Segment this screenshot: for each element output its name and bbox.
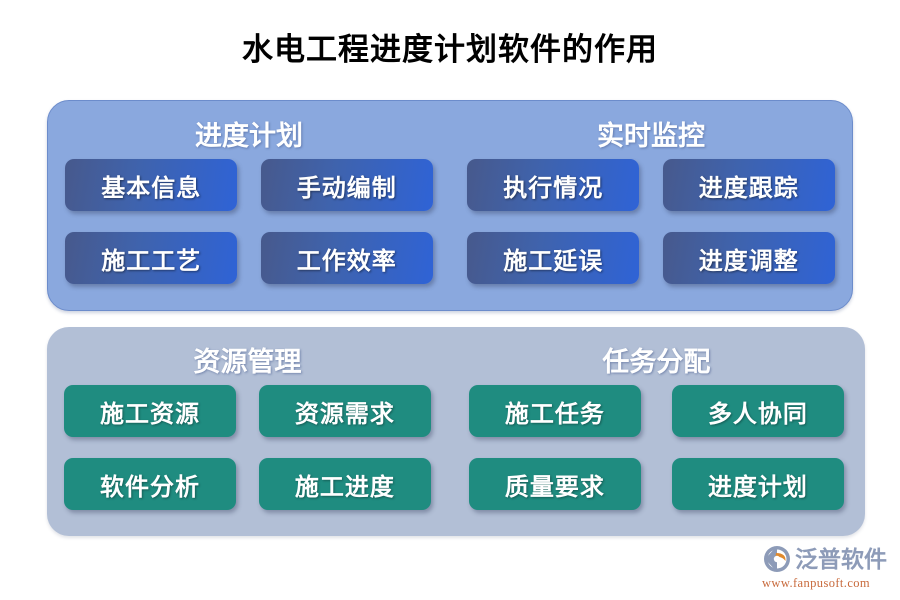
group-resource-management: 资源管理 施工资源 资源需求 软件分析 施工进度 xyxy=(47,327,448,536)
tile-multi-collaboration[interactable]: 多人协同 xyxy=(671,385,844,437)
schedule-panel: 进度计划 基本信息 手动编制 施工工艺 工作效率 实时监控 执行情况 进度跟踪 … xyxy=(47,100,853,311)
group-heading-resource-management: 资源管理 xyxy=(193,347,302,377)
tile-work-efficiency[interactable]: 工作效率 xyxy=(260,232,433,284)
group-heading-task-allocation: 任务分配 xyxy=(602,347,711,377)
tile-progress-adjustment[interactable]: 进度调整 xyxy=(662,232,835,284)
group-realtime-monitor: 实时监控 执行情况 进度跟踪 施工延误 进度调整 xyxy=(450,101,852,310)
tile-progress-tracking[interactable]: 进度跟踪 xyxy=(662,159,835,211)
tile-construction-resource[interactable]: 施工资源 xyxy=(63,385,236,437)
tile-software-analysis[interactable]: 软件分析 xyxy=(63,458,236,510)
tile-grid-realtime-monitor: 执行情况 进度跟踪 施工延误 进度调整 xyxy=(450,159,852,284)
fanpu-swoosh-icon xyxy=(762,544,792,574)
tile-grid-task-allocation: 施工任务 多人协同 质量要求 进度计划 xyxy=(448,385,865,510)
tile-construction-progress[interactable]: 施工进度 xyxy=(258,458,431,510)
tile-resource-demand[interactable]: 资源需求 xyxy=(258,385,431,437)
tile-schedule-plan[interactable]: 进度计划 xyxy=(671,458,844,510)
logo-name: 泛普软件 xyxy=(795,546,887,572)
group-task-allocation: 任务分配 施工任务 多人协同 质量要求 进度计划 xyxy=(448,327,865,536)
tile-basic-info[interactable]: 基本信息 xyxy=(65,159,238,211)
tile-construction-delay[interactable]: 施工延误 xyxy=(467,232,640,284)
tile-execution-status[interactable]: 执行情况 xyxy=(467,159,640,211)
tile-construction-task[interactable]: 施工任务 xyxy=(468,385,641,437)
group-schedule-plan: 进度计划 基本信息 手动编制 施工工艺 工作效率 xyxy=(48,101,450,310)
tile-grid-schedule-plan: 基本信息 手动编制 施工工艺 工作效率 xyxy=(48,159,450,284)
group-heading-realtime-monitor: 实时监控 xyxy=(597,121,705,151)
resource-panel: 资源管理 施工资源 资源需求 软件分析 施工进度 任务分配 施工任务 多人协同 … xyxy=(47,327,865,536)
tile-grid-resource-management: 施工资源 资源需求 软件分析 施工进度 xyxy=(47,385,448,510)
brand-logo: 泛普软件 www.fanpusoft.com xyxy=(762,544,894,596)
logo-url: www.fanpusoft.com xyxy=(762,576,871,590)
tile-quality-requirement[interactable]: 质量要求 xyxy=(468,458,641,510)
tile-manual-compile[interactable]: 手动编制 xyxy=(260,159,433,211)
page-title: 水电工程进度计划软件的作用 xyxy=(242,32,658,67)
group-heading-schedule-plan: 进度计划 xyxy=(195,121,303,151)
tile-construction-process[interactable]: 施工工艺 xyxy=(65,232,238,284)
